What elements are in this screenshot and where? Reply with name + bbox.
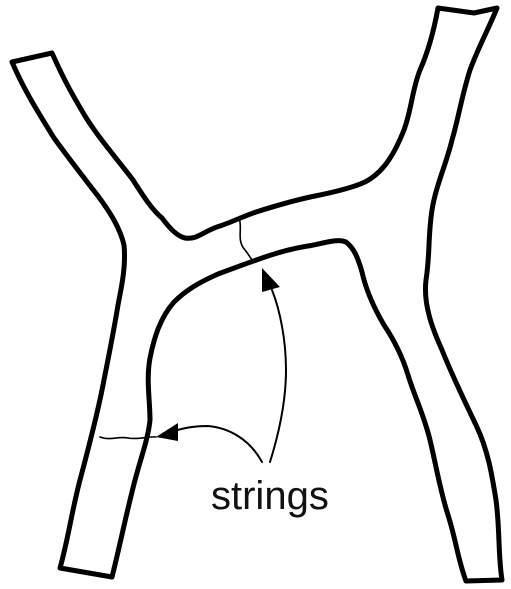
arrow-to-upper-string (270, 290, 286, 462)
arrow-head-upper (262, 268, 280, 292)
arrow-to-lower-string (172, 426, 262, 462)
strings-label: strings (211, 474, 329, 518)
arrow-head-lower (156, 423, 178, 441)
